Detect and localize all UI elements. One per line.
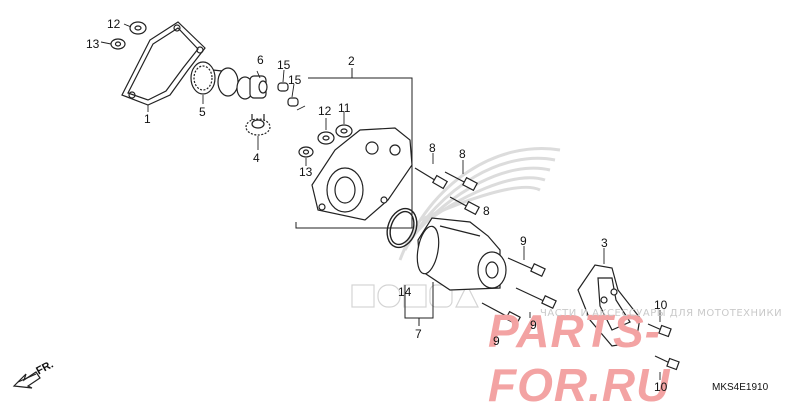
honda-wing-logo (398, 147, 561, 261)
part-label-13-mid: 13 (299, 165, 313, 179)
bolt-9a (507, 257, 546, 277)
washer-11 (335, 124, 353, 138)
motor-cover-part-3 (577, 264, 641, 347)
part-label-10b: 10 (654, 380, 668, 394)
washer-12-top (129, 21, 147, 35)
dowel-pin-15a (277, 82, 289, 92)
gear-part-5 (190, 61, 239, 97)
part-label-8c: 8 (483, 204, 490, 218)
leader-lines (100, 23, 661, 380)
part-label-12-mid: 12 (318, 104, 332, 118)
dowel-pin-15b (287, 97, 299, 107)
bolt-9c (481, 302, 521, 326)
bolt-8a (414, 167, 449, 190)
exploded-view-drawing (12, 21, 680, 389)
part-label-8b: 8 (459, 147, 466, 161)
part-label-1: 1 (144, 112, 151, 126)
parts-diagram: PARTS-FOR.RU ЧАСТИ И АКСЕССУАРЫ ДЛЯ МОТО… (12, 17, 783, 411)
part-label-8a: 8 (429, 141, 436, 155)
shift-motor-part-7 (416, 217, 507, 291)
part-label-13-top: 13 (86, 37, 100, 51)
front-direction-arrow (12, 371, 41, 389)
part-label-2: 2 (348, 54, 355, 68)
washer-12-mid (317, 131, 335, 145)
washer-13-top (110, 38, 126, 50)
gear-cover-part-2 (311, 127, 413, 221)
part-label-11: 11 (338, 101, 351, 115)
part-label-4: 4 (253, 151, 260, 165)
gear-part-6 (236, 75, 268, 100)
part-label-14: 14 (398, 285, 412, 299)
bolt-9b (515, 287, 557, 309)
part-label-15b: 15 (288, 73, 302, 87)
o-ring-part-14 (386, 207, 418, 249)
watermark-tagline: ЧАСТИ И АКСЕССУАРЫ ДЛЯ МОТОТЕХНИКИ (540, 308, 783, 319)
assembly-2-bracket (295, 68, 413, 229)
washer-13-mid (298, 146, 314, 158)
gear-part-4 (245, 114, 271, 136)
part-label-15a: 15 (277, 58, 291, 72)
part-label-9a: 9 (520, 234, 527, 248)
part-label-10a: 10 (654, 298, 668, 312)
bolt-8b (444, 171, 478, 192)
part-label-5: 5 (199, 105, 206, 119)
diagram-code: MKS4E1910 (712, 382, 769, 393)
bolt-10a (647, 323, 672, 338)
part-label-3: 3 (601, 236, 608, 250)
bolt-8c (449, 196, 480, 216)
part-label-6: 6 (257, 53, 264, 67)
bolt-10b (654, 355, 680, 371)
part-label-9c: 9 (493, 334, 500, 348)
part-label-12-top: 12 (107, 17, 121, 31)
part-label-9b: 9 (530, 318, 537, 332)
honda-logo-letters (351, 283, 479, 308)
motor-assembly-bracket (404, 282, 434, 326)
gasket-part-1 (121, 21, 206, 106)
part-label-7: 7 (415, 327, 422, 341)
